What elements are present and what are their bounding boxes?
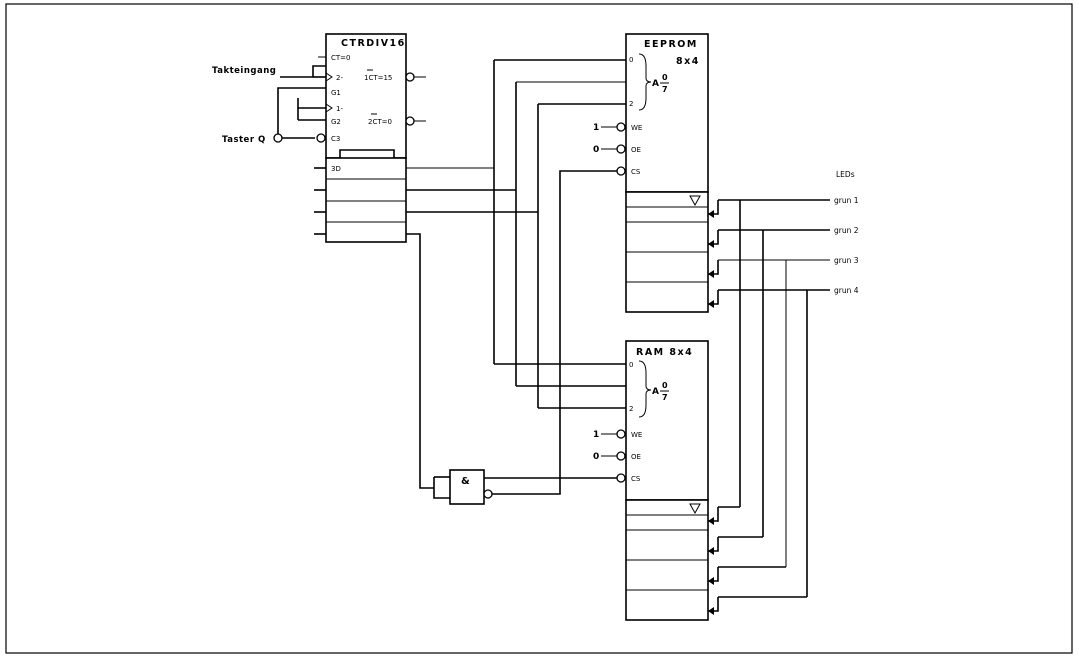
and-gate (449, 469, 485, 505)
eeprom-we-label: WE (631, 124, 642, 132)
diagram-frame (5, 3, 1073, 654)
clock-input-label: Takteingang (212, 66, 276, 76)
leds-header: LEDs (836, 170, 855, 179)
ram-oe-inverter (616, 451, 626, 461)
counter-ctrdiv16: CTRDIV16 CT=0 2- G1 1- G2 C3 1CT=15 2CT=… (314, 33, 426, 243)
and-gate-symbol: & (461, 476, 470, 487)
led-label-3: grun 3 (834, 256, 859, 265)
counter-pin-c3: C3 (331, 135, 340, 143)
counter-pin-ct0: CT=0 (331, 54, 350, 62)
clock-input: Takteingang (212, 65, 326, 78)
ram-chip: RAM 8x4 0 2 A 0 7 WE 1 OE 0 CS (593, 340, 709, 621)
eeprom-addr-symbol: A (652, 79, 659, 89)
eeprom-cs-label: CS (631, 168, 641, 176)
counter-pin-ct0b: 2CT=0 (368, 118, 392, 126)
counter-c3-inverter (316, 133, 326, 143)
eeprom-addr-num: 0 (662, 73, 668, 82)
counter-pin-ct15: 1CT=15 (364, 74, 392, 82)
ram-addr-num: 0 (662, 381, 668, 390)
counter-title: CTRDIV16 (341, 38, 406, 49)
ram-oe-label: OE (631, 453, 641, 461)
eeprom-subtitle: 8x4 (676, 56, 700, 67)
ram-we-value: 1 (593, 430, 599, 440)
counter-ct0b-inverter (405, 116, 415, 126)
ram-addr-symbol: A (652, 387, 659, 397)
button-terminal (273, 133, 283, 143)
eeprom-addr-last: 2 (629, 100, 633, 108)
counter-ct15-inverter (405, 72, 415, 82)
led-labels: LEDs grun 1 grun 2 grun 3 grun 4 (834, 170, 859, 295)
ram-cs-inverter (616, 473, 626, 483)
button-input-label: Taster Q (222, 135, 266, 145)
eeprom-tristate-icon (689, 195, 701, 207)
eeprom-cs-inverter (616, 166, 626, 176)
and-gate-output-inverter (483, 489, 493, 499)
chip-select-logic: & (406, 170, 617, 505)
counter-pin-in1: 1- (336, 105, 343, 113)
eeprom-oe-inverter (616, 144, 626, 154)
counter-pin-g2: G2 (331, 118, 341, 126)
ram-cs-label: CS (631, 475, 641, 483)
address-bus (406, 59, 626, 409)
eeprom-title: EEPROM (644, 39, 698, 50)
led-label-4: grun 4 (834, 286, 859, 295)
counter-pin-3d: 3D (331, 165, 341, 173)
ram-addr-last: 2 (629, 405, 633, 413)
eeprom-oe-value: 0 (593, 145, 599, 155)
ram-addr-den: 7 (662, 393, 668, 402)
counter-pin-g1: G1 (331, 89, 341, 97)
ram-we-inverter (616, 429, 626, 439)
counter-register (325, 157, 407, 243)
eeprom-addr-first: 0 (629, 56, 633, 64)
ram-title: RAM 8x4 (636, 347, 693, 358)
ram-we-label: WE (631, 431, 642, 439)
data-bus (708, 199, 830, 615)
eeprom-we-value: 1 (593, 123, 599, 133)
led-label-1: grun 1 (834, 196, 859, 205)
ram-addr-first: 0 (629, 361, 633, 369)
eeprom-oe-label: OE (631, 146, 641, 154)
ram-oe-value: 0 (593, 452, 599, 462)
eeprom-addr-den: 7 (662, 85, 668, 94)
led-label-2: grun 2 (834, 226, 859, 235)
eeprom-chip: EEPROM 8x4 0 2 A 0 7 WE 1 OE 0 CS (593, 33, 709, 313)
button-input: Taster Q (222, 87, 326, 145)
counter-pin-in2: 2- (336, 74, 343, 82)
ram-tristate-icon (689, 503, 701, 515)
eeprom-we-inverter (616, 122, 626, 132)
